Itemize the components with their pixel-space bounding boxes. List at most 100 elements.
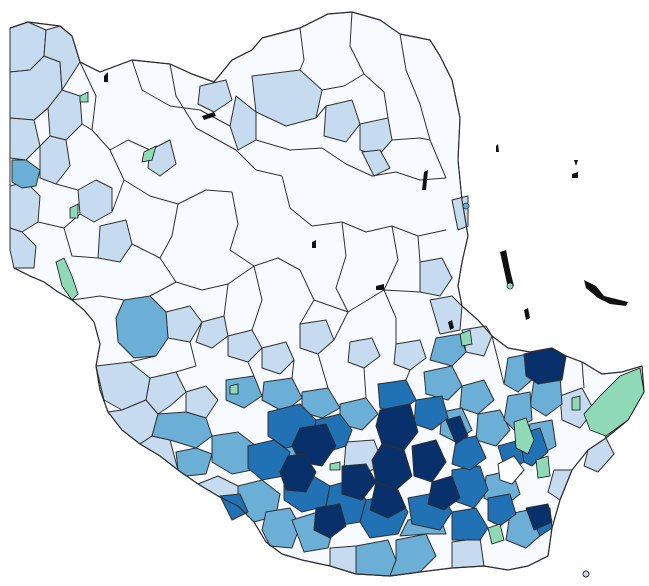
region	[419, 257, 453, 297]
small-islet-markers	[462, 202, 590, 578]
region	[229, 95, 257, 151]
islet	[312, 240, 316, 248]
region	[429, 333, 467, 367]
islet-marker	[462, 202, 470, 210]
boundary-line	[251, 265, 263, 331]
region-inlier	[497, 455, 525, 485]
region	[369, 481, 407, 519]
region	[97, 219, 133, 263]
region	[261, 377, 303, 413]
region	[185, 385, 219, 419]
region	[225, 375, 263, 409]
islet	[104, 72, 108, 82]
region	[227, 329, 263, 363]
boundary-line	[63, 227, 99, 259]
region	[299, 319, 335, 355]
region	[151, 411, 213, 449]
lagoon	[535, 455, 551, 479]
boundary-line	[317, 353, 329, 389]
boundary-line	[149, 281, 177, 297]
region	[423, 365, 463, 401]
islet	[422, 170, 428, 190]
boundary-line	[391, 137, 431, 141]
boundary-line	[399, 33, 447, 179]
region	[39, 135, 71, 185]
islet	[524, 308, 530, 320]
islet	[496, 144, 499, 152]
lagoon	[55, 257, 79, 301]
region	[11, 159, 41, 189]
boundary-line	[169, 63, 283, 177]
region	[427, 475, 461, 511]
region	[459, 379, 495, 415]
boundary-line	[223, 283, 229, 317]
lagoon	[459, 329, 473, 347]
boundary-line	[299, 27, 305, 71]
water-bodies	[55, 91, 645, 545]
regions-class-3	[219, 379, 553, 541]
region	[429, 295, 463, 335]
boundary-line	[111, 179, 125, 213]
boundary-line	[321, 73, 365, 91]
lagoon	[571, 395, 581, 411]
lagoon	[141, 145, 157, 163]
islet-marker	[506, 282, 514, 290]
lagoon	[513, 417, 535, 455]
region	[451, 435, 487, 471]
regions-class-1	[9, 21, 615, 575]
region	[451, 537, 485, 569]
region	[525, 503, 553, 531]
region	[411, 439, 447, 483]
region	[9, 227, 37, 269]
boundary-line	[281, 175, 447, 237]
boundary-line	[405, 369, 411, 381]
region	[197, 79, 233, 113]
region	[261, 341, 295, 375]
region	[361, 149, 391, 177]
region	[9, 117, 41, 161]
boundary-line	[33, 107, 49, 121]
boundary-line	[71, 295, 125, 301]
region	[355, 539, 397, 577]
boundary-line	[417, 235, 421, 263]
islet	[202, 112, 216, 120]
islet	[574, 160, 578, 166]
region	[279, 453, 317, 493]
boundary-line	[255, 139, 447, 181]
region	[359, 117, 393, 157]
boundary-line	[581, 361, 585, 389]
boundary-line	[247, 361, 255, 377]
boundary-line	[313, 289, 421, 313]
islet	[448, 320, 454, 330]
region	[487, 493, 517, 527]
boundary-line	[55, 183, 79, 191]
lagoon	[583, 367, 645, 437]
region	[323, 99, 361, 143]
region	[313, 503, 347, 539]
lagoon	[329, 461, 341, 471]
lagoon	[79, 91, 89, 103]
boundary-line	[129, 355, 157, 363]
region	[261, 507, 301, 549]
region	[523, 347, 567, 385]
boundary-line	[363, 367, 367, 399]
lagoon	[229, 383, 239, 395]
region	[393, 339, 427, 371]
region	[341, 463, 377, 501]
region	[347, 337, 381, 369]
boundary-line	[79, 61, 151, 151]
boundary-line	[175, 341, 197, 373]
islet-marker	[582, 570, 590, 578]
boundary-line	[291, 359, 295, 379]
boundary-line	[81, 123, 93, 131]
islet	[500, 250, 514, 288]
region	[195, 315, 229, 349]
boundary-line	[131, 243, 161, 259]
offshore-islets	[104, 72, 628, 330]
islet	[584, 280, 628, 306]
coastline	[9, 11, 645, 577]
boundary-line	[315, 105, 327, 119]
boundary-line	[333, 221, 349, 341]
